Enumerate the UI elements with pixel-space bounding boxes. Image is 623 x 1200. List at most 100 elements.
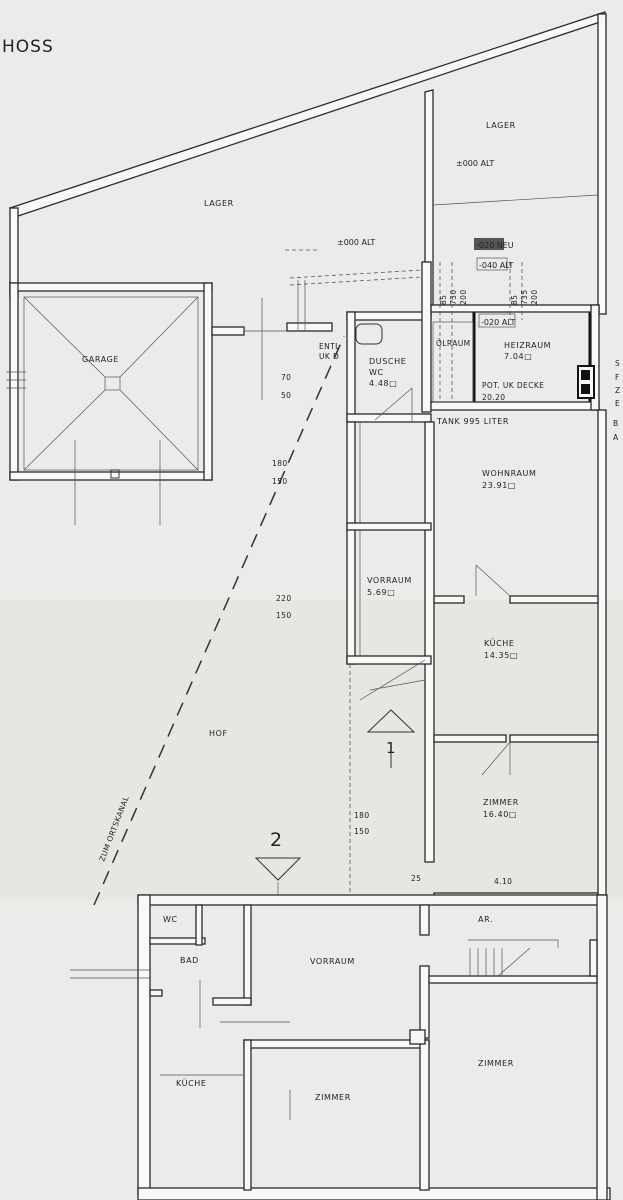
- olraum-box: [432, 321, 474, 403]
- connector-wall-right: [286, 322, 333, 332]
- east-wall-upper: [597, 13, 607, 315]
- zimmer-mid-top-wall: [243, 1039, 430, 1049]
- garage: [6, 282, 213, 525]
- dim-85b: 85: [510, 295, 519, 305]
- room-label-ar: AR.: [478, 915, 493, 924]
- paper-fold-shade: [0, 600, 623, 900]
- garage-centre-box: [104, 376, 121, 391]
- kueche-zimmer-wall: [509, 734, 599, 743]
- title-fragment: HOSS: [2, 37, 54, 57]
- entrance-2-number: 2: [270, 829, 282, 851]
- dotted-outline: [285, 249, 423, 286]
- room-label-vorraum-lower: VORRAUM: [310, 957, 355, 966]
- heiz-bottom-wall: [430, 401, 600, 411]
- edge-fragment-b: B: [613, 419, 619, 428]
- room-area-zimmer-upper: 16.40□: [483, 810, 517, 819]
- room-label-lager-left: LAGER: [204, 199, 234, 208]
- room-label-wohnraum: WOHNRAUM: [482, 469, 536, 478]
- corridor-west-wall: [346, 421, 356, 665]
- level-pot-uk-decke: POT. UK DECKE: [482, 381, 544, 390]
- garage-right-wall: [203, 282, 213, 481]
- room-label-kueche-upper: KÜCHE: [484, 638, 515, 648]
- room-label-olraum: ÖLRAUM: [436, 339, 470, 348]
- lager-floor-line: [432, 194, 599, 206]
- dusche-right-wall: [421, 261, 432, 413]
- garage-drain: [110, 469, 120, 479]
- vorraum-bottom-wall: [346, 655, 432, 665]
- toilet-icon: [355, 323, 383, 345]
- corridor-east-wall: [424, 421, 435, 863]
- dim-70: 70: [281, 373, 291, 382]
- entl-label-1: ENTL: [319, 342, 340, 351]
- upper-outer-walls: [8, 11, 607, 315]
- edge-fragment-f: F: [615, 373, 620, 382]
- room-label-hof: HOF: [209, 729, 228, 738]
- canal-line: [93, 335, 345, 906]
- room-label-bad: BAD: [180, 956, 199, 965]
- room-label-zimmer-upper: ZIMMER: [483, 798, 519, 807]
- entrance-1-number: 1: [386, 739, 396, 757]
- dim-200b: 200: [530, 289, 539, 305]
- tank-label: TANK 995 LITER: [436, 417, 509, 426]
- dim-150b: 150: [276, 611, 292, 620]
- level-lager-left: ±000 ALT: [337, 238, 375, 247]
- level-heiz-alt: -020 ALT: [481, 318, 516, 327]
- garage-left-wall: [9, 282, 19, 481]
- room-area-heizraum: 7.04□: [504, 352, 532, 361]
- ar-bottom-wall: [428, 975, 598, 984]
- wohn-kueche-wall: [509, 595, 599, 604]
- service-block: [346, 238, 600, 423]
- room-label-heizraum: HEIZRAUM: [504, 341, 551, 350]
- entrance-2-marker: [254, 857, 302, 881]
- room-label-dusche: DUSCHE: [369, 357, 406, 366]
- room-label-zimmer-lower-mid: ZIMMER: [315, 1093, 351, 1102]
- level-neu: -020 NEU: [476, 241, 514, 250]
- edge-fragment-e: E: [615, 399, 620, 408]
- entl-label-2: UK D: [319, 352, 339, 361]
- room-area-kueche-upper: 14.35□: [484, 651, 518, 660]
- lower-left-wall: [137, 894, 151, 1196]
- heiz-right-wall: [590, 304, 600, 411]
- dim-50: 50: [281, 391, 291, 400]
- room-area-wohnraum: 23.91□: [482, 481, 516, 490]
- room-label-lager-top: LAGER: [486, 121, 516, 130]
- edge-fragment-z: Z: [615, 386, 621, 395]
- staircase: [468, 939, 559, 977]
- room-label-wc-lower: WC: [163, 915, 178, 924]
- dusche-bottom-wall: [346, 413, 432, 423]
- dim-410: 4.10: [494, 877, 512, 886]
- neu-level-box: [474, 238, 504, 250]
- east-wall-lower: [597, 409, 607, 896]
- dim-220: 220: [276, 594, 292, 603]
- dim-150c: 150: [354, 827, 370, 836]
- dim-85a: 85: [439, 295, 448, 305]
- heiz-top-wall: [430, 304, 600, 313]
- level-pot-value: 20.20: [482, 393, 505, 402]
- dim-730: 730: [449, 289, 458, 305]
- lower-right-wall: [596, 894, 608, 1200]
- room-area-vorraum-upper: 5.69□: [367, 588, 395, 597]
- room-label-kueche-lower: KÜCHE: [176, 1078, 207, 1088]
- dim-735: 735: [520, 289, 529, 305]
- upper-house: [346, 409, 607, 901]
- dim-150a: 150: [272, 477, 288, 486]
- level-alt-040: -040 ALT: [479, 261, 514, 270]
- edge-fragment-s: S: [615, 359, 620, 368]
- vorraum-top-wall: [346, 522, 432, 531]
- room-area-dusche: 4.48□: [369, 379, 397, 388]
- room-label-dusche-wc: WC: [369, 368, 384, 377]
- room-label-garage: GARAGE: [82, 355, 119, 364]
- connector-wall-left: [211, 326, 245, 336]
- dusche-left-wall: [346, 311, 356, 423]
- dim-180a: 180: [272, 459, 288, 468]
- entrance-1-marker: [366, 709, 416, 733]
- dusche-top-wall: [346, 311, 432, 321]
- lower-house: [70, 857, 611, 1200]
- bad-east-wall: [243, 904, 252, 1006]
- dim-200a: 200: [459, 289, 468, 305]
- room-label-vorraum-upper: VORRAUM: [367, 576, 412, 585]
- edge-fragment-a: A: [613, 433, 619, 442]
- level-lager-top: ±000 ALT: [456, 159, 494, 168]
- zimmer-divider-wall: [419, 1039, 430, 1191]
